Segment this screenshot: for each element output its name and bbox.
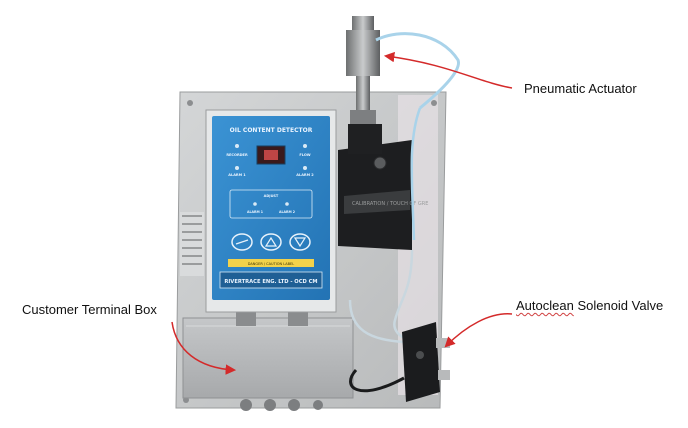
label-autoclean-word: Autoclean xyxy=(516,298,574,313)
label-autoclean-solenoid-valve: Autoclean Solenoid Valve xyxy=(516,298,663,313)
warning-text: DANGER / CAUTION LABEL xyxy=(248,262,294,266)
adjust-label: ADJUST xyxy=(264,194,279,198)
autoclean-solenoid-valve xyxy=(402,322,450,402)
alarm2-led xyxy=(303,166,307,170)
customer-terminal-box xyxy=(182,317,354,411)
panel-title: OIL CONTENT DETECTOR xyxy=(230,127,313,134)
cell-label: CALIBRATION / TOUCH OF GRE xyxy=(352,201,428,207)
pneumatic-actuator xyxy=(346,16,460,241)
label-solenoid-valve-words: Solenoid Valve xyxy=(573,298,664,313)
arrow-customer-terminal-box xyxy=(171,321,237,375)
flow-led xyxy=(303,144,307,148)
adjust-alarm1: ALARM 1 xyxy=(247,210,263,214)
maker-plate-text: RIVERTRACE ENG. LTD - OCD CM xyxy=(224,279,317,285)
alarm1-led xyxy=(235,166,239,170)
down-key-icon xyxy=(289,233,311,251)
mode-key-icon xyxy=(231,233,253,251)
warning-strip xyxy=(228,259,314,267)
arrow-autoclean-solenoid-valve xyxy=(444,313,513,348)
maker-plate xyxy=(219,271,323,289)
oil-content-detector-panel: OIL CONTENT DETECTOR RECORDER FLOW ALARM… xyxy=(205,109,337,313)
indicator-alarm2: ALARM 2 xyxy=(296,173,314,177)
indicator-flow: FLOW xyxy=(299,153,310,157)
indicator-alarm1: ALARM 1 xyxy=(228,173,246,177)
adjust-frame xyxy=(229,189,313,219)
adjust-alarm2: ALARM 2 xyxy=(279,210,295,214)
measurement-cell: CALIBRATION / TOUCH OF GRE xyxy=(338,140,428,250)
arrow-pneumatic-actuator xyxy=(383,51,513,89)
panel-conduits xyxy=(236,310,308,326)
tubing xyxy=(348,249,414,393)
indicator-recorder: RECORDER xyxy=(226,153,248,157)
up-key-icon xyxy=(260,233,282,251)
sample-coil xyxy=(180,212,204,276)
label-pneumatic-actuator: Pneumatic Actuator xyxy=(524,81,637,96)
recorder-led xyxy=(235,144,239,148)
callout-arrows xyxy=(171,51,513,375)
label-customer-terminal-box: Customer Terminal Box xyxy=(22,302,157,317)
